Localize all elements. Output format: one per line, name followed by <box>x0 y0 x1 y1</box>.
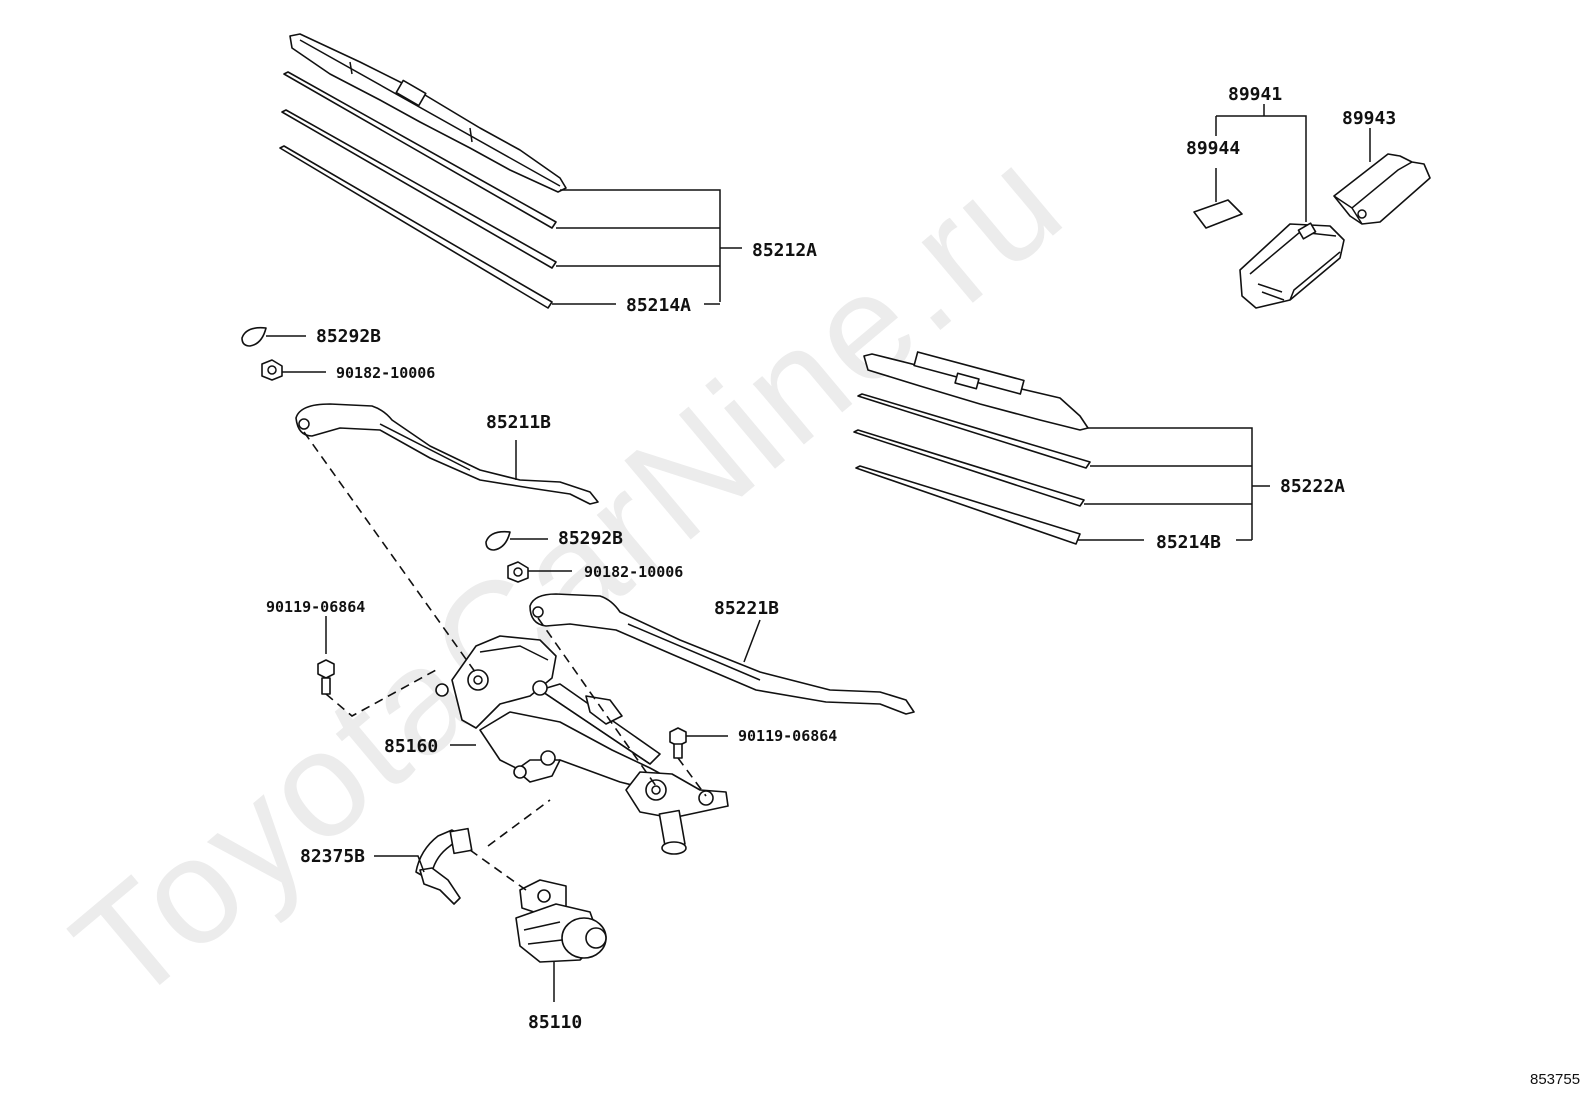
label-85211B: 85211B <box>486 412 551 433</box>
label-85292B-left: 85292B <box>316 326 381 347</box>
label-89941: 89941 <box>1228 84 1282 105</box>
wiper-link-85160[interactable]: 85160 <box>384 635 729 855</box>
nut-90182-right[interactable]: 90182-10006 <box>507 561 683 583</box>
label-90182-10006-left: 90182-10006 <box>336 364 435 382</box>
blade-assembly-85222A[interactable]: 85222A 85214B <box>853 351 1345 553</box>
watermark: ToyotaCarNine.ru <box>43 114 1094 1034</box>
harness-82375B[interactable]: 82375B <box>300 827 473 905</box>
label-85110: 85110 <box>528 1012 582 1033</box>
diagram-id: 853755 <box>1530 1071 1580 1088</box>
label-90119-06864-right: 90119-06864 <box>738 727 837 745</box>
label-82375B: 82375B <box>300 846 365 867</box>
sensor-89941[interactable]: 89941 <box>1215 84 1345 309</box>
blade-assembly-85212A[interactable]: 85212A 85214A <box>279 33 817 316</box>
label-85214A: 85214A <box>626 295 691 316</box>
nut-90182-left[interactable]: 90182-10006 <box>261 359 435 382</box>
bolt-90119-right[interactable]: 90119-06864 <box>669 727 837 759</box>
label-85212A: 85212A <box>752 240 817 261</box>
wiper-arm-85221B[interactable]: 85221B <box>529 593 915 715</box>
wiper-motor-85110[interactable]: 85110 <box>515 879 607 1033</box>
wiper-arm-85211B[interactable]: 85211B <box>295 403 599 505</box>
label-85221B: 85221B <box>714 598 779 619</box>
label-89943: 89943 <box>1342 108 1396 129</box>
assembly-dashed-lines <box>303 431 707 891</box>
label-90119-06864-left: 90119-06864 <box>266 598 365 616</box>
label-85222A: 85222A <box>1280 476 1345 497</box>
label-89944: 89944 <box>1186 138 1240 159</box>
cap-85292B-right[interactable]: 85292B <box>485 528 623 551</box>
label-85292B-right: 85292B <box>558 528 623 549</box>
bolt-90119-left[interactable]: 90119-06864 <box>266 598 365 695</box>
label-85160: 85160 <box>384 736 438 757</box>
label-90182-10006-right: 90182-10006 <box>584 563 683 581</box>
sensor-pad-89944[interactable]: 89944 <box>1186 138 1243 229</box>
cap-85292B-left[interactable]: 85292B <box>241 326 381 347</box>
label-85214B: 85214B <box>1156 532 1221 553</box>
sensor-cover-89943[interactable]: 89943 <box>1333 108 1431 225</box>
